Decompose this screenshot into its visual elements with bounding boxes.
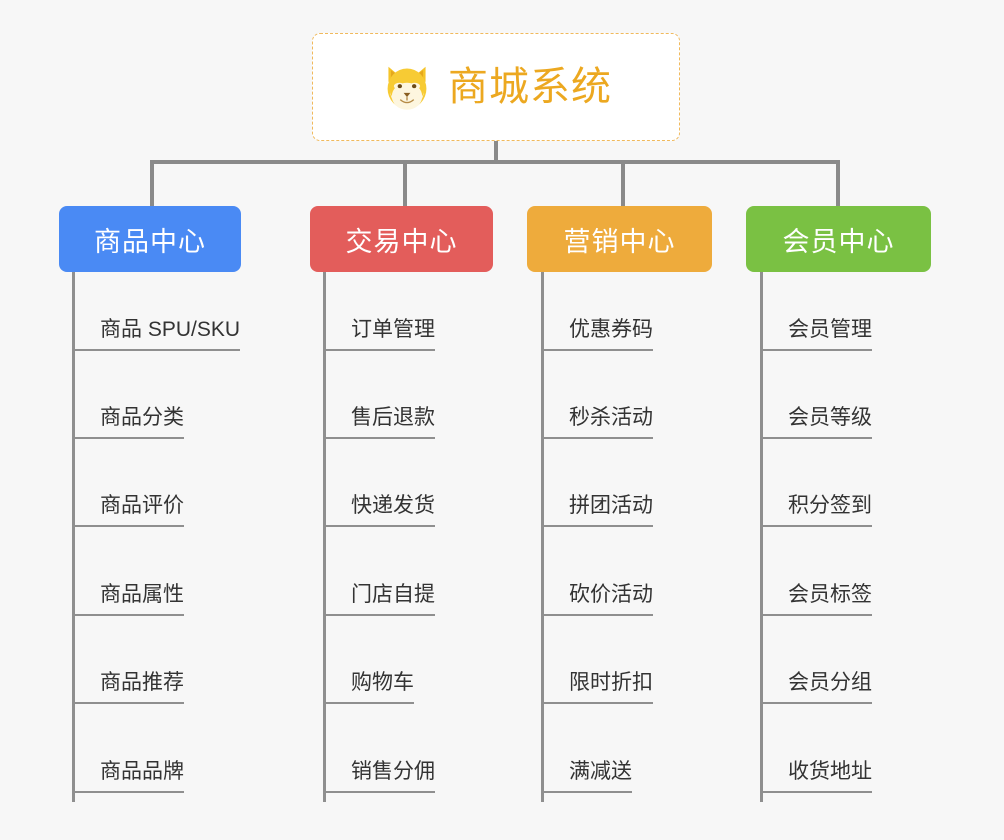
leaf-item-1-2[interactable]: 快递发货 <box>323 494 435 528</box>
leaf-item-3-2[interactable]: 积分签到 <box>760 494 872 528</box>
leaf-trunk-2 <box>541 272 544 802</box>
leaf-item-0-4[interactable]: 商品推荐 <box>72 671 184 705</box>
branch-label-0: 商品中心 <box>94 226 206 257</box>
leaf-item-3-3[interactable]: 会员标签 <box>760 583 872 617</box>
leaf-trunk-0 <box>72 272 75 802</box>
leaf-item-0-1[interactable]: 商品分类 <box>72 406 184 440</box>
root-node[interactable]: 商城系统 <box>312 33 680 141</box>
leaf-item-2-1[interactable]: 秒杀活动 <box>541 406 653 440</box>
leaf-item-0-5[interactable]: 商品品牌 <box>72 760 184 794</box>
shiba-dog-icon <box>380 60 434 114</box>
leaf-item-1-4[interactable]: 购物车 <box>323 671 414 705</box>
branch-box-3[interactable]: 会员中心 <box>746 206 931 272</box>
branch-label-2: 营销中心 <box>563 226 676 257</box>
leaf-item-3-5[interactable]: 收货地址 <box>760 760 872 794</box>
leaf-trunk-3 <box>760 272 763 802</box>
leaf-item-1-1[interactable]: 售后退款 <box>323 406 435 440</box>
connector-drop-2 <box>403 160 407 206</box>
branch-label-1: 交易中心 <box>345 226 458 257</box>
connector-drop-1 <box>150 160 154 206</box>
leaf-item-1-3[interactable]: 门店自提 <box>323 583 435 617</box>
leaf-item-2-5[interactable]: 满减送 <box>541 760 632 794</box>
connector-root-stem <box>494 141 498 163</box>
leaf-item-3-0[interactable]: 会员管理 <box>760 318 872 352</box>
root-title: 商城系统 <box>448 65 612 109</box>
connector-bus <box>150 160 840 164</box>
leaf-item-0-0[interactable]: 商品 SPU/SKU <box>72 318 241 352</box>
connector-drop-3 <box>621 160 625 206</box>
branch-box-2[interactable]: 营销中心 <box>527 206 712 272</box>
branch-box-1[interactable]: 交易中心 <box>310 206 493 272</box>
connector-drop-4 <box>836 160 840 206</box>
branch-box-0[interactable]: 商品中心 <box>59 206 241 272</box>
leaf-item-3-4[interactable]: 会员分组 <box>760 671 872 705</box>
leaf-item-2-4[interactable]: 限时折扣 <box>541 671 653 705</box>
leaf-item-0-3[interactable]: 商品属性 <box>72 583 184 617</box>
leaf-item-2-3[interactable]: 砍价活动 <box>541 583 653 617</box>
leaf-item-1-5[interactable]: 销售分佣 <box>323 760 435 794</box>
leaf-item-2-0[interactable]: 优惠券码 <box>541 318 653 352</box>
leaf-trunk-1 <box>323 272 326 802</box>
leaf-item-3-1[interactable]: 会员等级 <box>760 406 872 440</box>
leaf-item-1-0[interactable]: 订单管理 <box>323 318 435 352</box>
leaf-item-0-2[interactable]: 商品评价 <box>72 494 184 528</box>
leaf-item-2-2[interactable]: 拼团活动 <box>541 494 653 528</box>
branch-label-3: 会员中心 <box>782 226 895 257</box>
